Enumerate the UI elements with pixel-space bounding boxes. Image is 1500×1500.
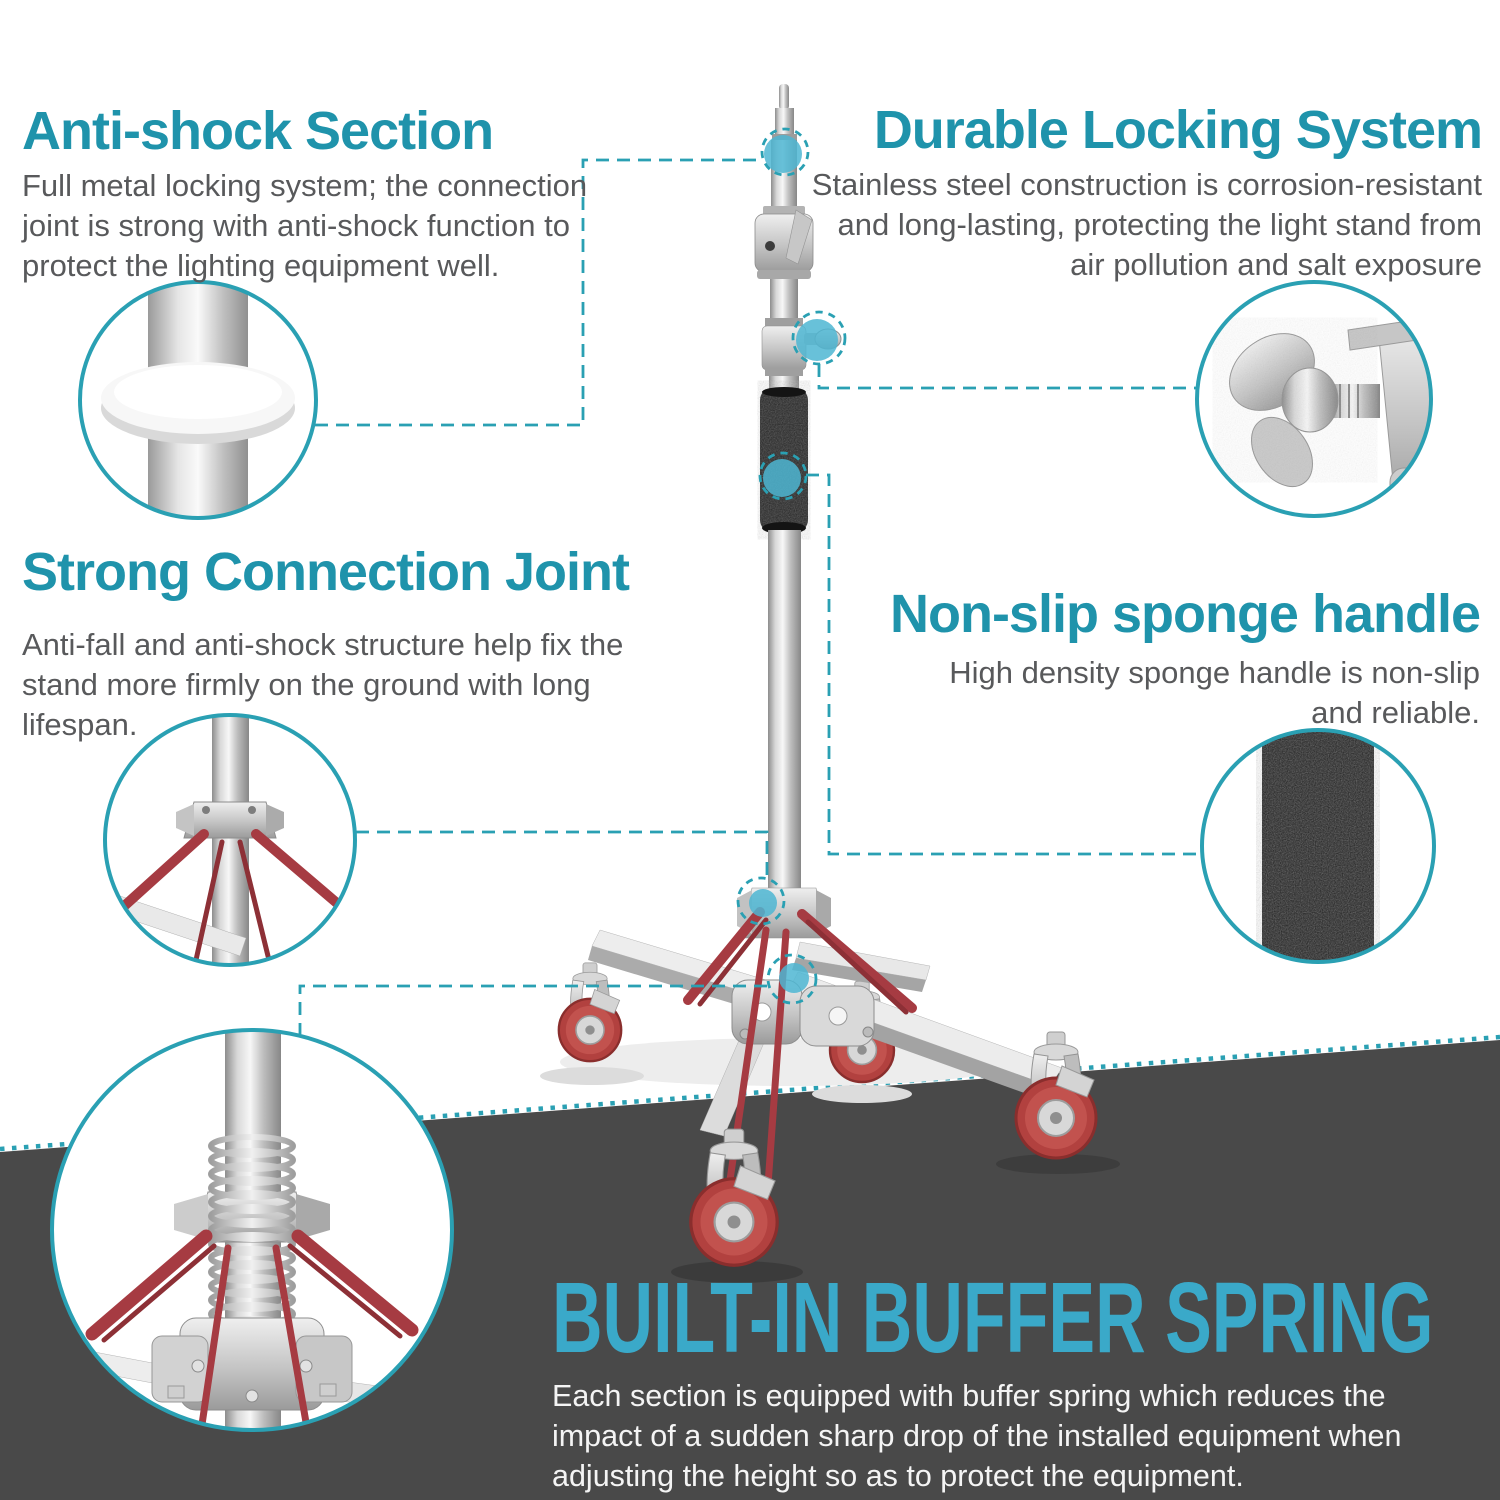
callout-locking-knob-closeup <box>1195 280 1433 518</box>
caster-left <box>557 961 623 1063</box>
feature-title: Durable Locking System <box>873 100 1483 160</box>
feature-body: High density sponge handle is non-slip a… <box>949 655 1480 730</box>
caster-right <box>1014 1030 1098 1160</box>
feature-title: Non-slip sponge handle <box>889 584 1481 644</box>
feature-durable-locking-system: Durable Locking System Stainless steel c… <box>762 100 1483 285</box>
callout-connection-joint-closeup <box>103 713 357 967</box>
connectors <box>298 158 1203 1034</box>
feature-non-slip-sponge-handle: Non-slip sponge handle High density spon… <box>780 584 1481 733</box>
connector-locking <box>817 364 1198 390</box>
connector-anti-shock <box>315 158 760 427</box>
banner-body: Each section is equipped with buffer spr… <box>552 1379 1402 1493</box>
light-stand <box>557 84 1098 1267</box>
connector-joint <box>356 830 769 878</box>
feature-strong-connection-joint: Strong Connection Joint Anti-fall and an… <box>22 545 662 745</box>
buffer-spring-coil <box>208 1134 296 1340</box>
grip-head <box>754 206 814 279</box>
marker-joint-lower <box>766 953 818 1005</box>
marker-lock-collar <box>791 310 847 366</box>
connector-spring <box>298 984 767 1034</box>
feature-title: Anti-shock Section <box>22 101 494 161</box>
feature-title: Strong Connection Joint <box>22 542 630 602</box>
callout-sponge-texture-closeup <box>1200 728 1436 964</box>
callout-buffer-spring-closeup <box>50 1028 454 1432</box>
feature-body: Full metal locking system; the connectio… <box>22 168 588 283</box>
feature-body: Anti-fall and anti-shock structure help … <box>22 627 624 742</box>
feature-body: Stainless steel construction is corrosio… <box>811 167 1482 282</box>
callout-oring-closeup <box>78 280 318 520</box>
markers <box>736 127 847 1005</box>
banner-title: BUILT-IN BUFFER SPRING <box>552 1262 1434 1374</box>
marker-sponge <box>758 451 808 501</box>
marker-top-spigot <box>760 127 810 177</box>
connector-sponge <box>806 473 1203 856</box>
feature-anti-shock-section: Anti-shock Section Full metal locking sy… <box>22 104 662 286</box>
main-pole <box>768 530 801 895</box>
banner-built-in-buffer-spring: BUILT-IN BUFFER SPRING Each section is e… <box>552 1262 1492 1496</box>
marker-joint-upper <box>736 876 786 926</box>
